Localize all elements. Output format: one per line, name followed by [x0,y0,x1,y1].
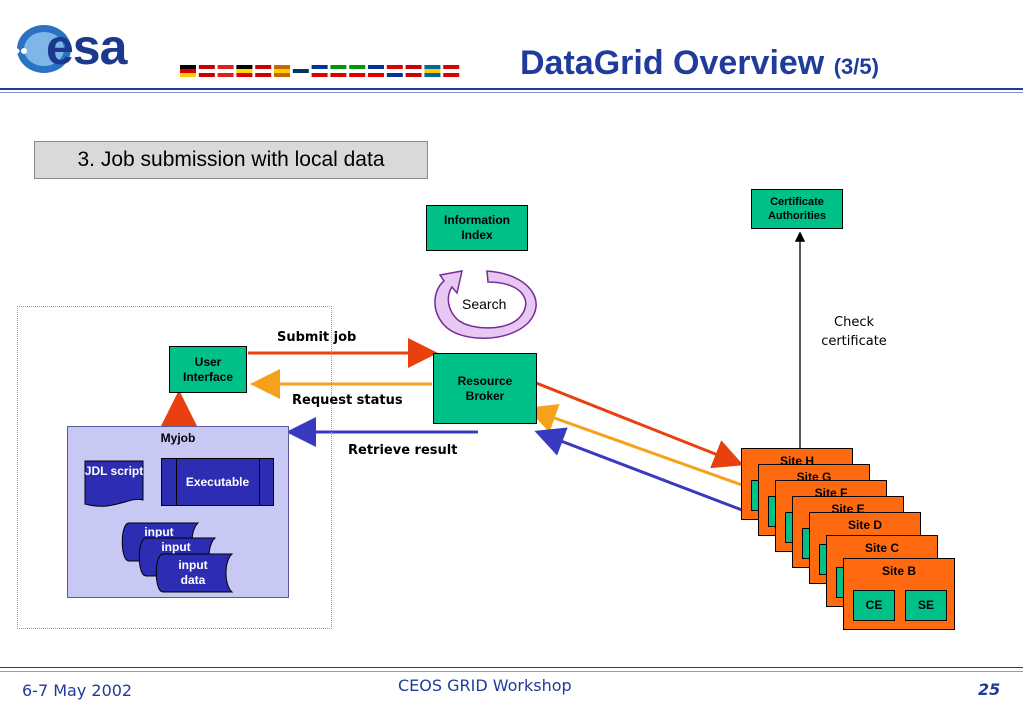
request-status-label: Request status [292,393,403,408]
executable-label: Executable [185,475,250,489]
footer-rule [0,667,1023,668]
information-index-box: Information Index [426,205,528,251]
flag-icon [292,65,309,77]
executable-left-bar [176,459,177,505]
submit-job-label: Submit job [277,330,357,345]
flag-strip [180,62,462,77]
header-rule [0,88,1023,90]
input-data-1-label: input [144,525,174,539]
footer-date: 6-7 May 2002 [22,681,133,700]
myjob-title: Myjob [160,431,196,445]
flag-icon [330,65,347,77]
footer-event: CEOS GRID Workshop [398,676,572,695]
page-title-text: DataGrid Overview [520,44,825,82]
local-area-frame [17,306,332,629]
flag-icon [443,65,460,77]
page-number: 25 [978,680,1001,699]
esa-logo: esa [8,14,186,76]
flag-icon [255,65,272,77]
input-data-2-label: input [161,540,191,554]
executable-box: Executable [161,458,274,506]
flag-icon [274,65,290,77]
flag-icon [311,65,328,77]
user-interface-box[interactable]: User Interface [169,346,247,393]
jdl-script-doc: JDL script [84,460,144,510]
flag-icon [386,65,403,77]
header-rule-thin [0,92,1023,93]
input-data-3-label: input data [178,558,208,587]
page-title-suffix: (3/5) [833,54,879,79]
flag-icon [217,65,234,77]
sites-result-arrow [534,427,743,512]
check-certificate-label: Check certificate [821,315,887,349]
search-loop [434,270,537,339]
esa-logo-text: esa [46,19,127,75]
certificate-authorities-box: Certificate Authorities [751,189,843,229]
flag-icon [180,65,196,77]
flag-icon [424,65,441,77]
broker-to-sites-arrow [520,375,744,469]
retrieve-result-label: Retrieve result [348,443,458,458]
page-title: DataGrid Overview (3/5) [520,44,879,83]
flag-icon [236,65,253,77]
flag-icon [368,65,384,77]
step-label: 3. Job submission with local data [34,141,428,179]
input-data-3: input data [153,553,233,593]
search-label: Search [462,296,507,312]
flag-icon [405,65,422,77]
executable-right-bar [259,459,260,505]
resource-broker-box[interactable]: Resource Broker [433,353,537,424]
myjob-panel: Myjob JDL script Executable input input … [67,426,289,598]
jdl-script-label: JDL script [84,464,144,478]
sites-status-arrow [526,403,771,497]
footer-rule-thin [0,671,1023,672]
flag-icon [349,65,366,77]
flag-icon [198,65,215,77]
